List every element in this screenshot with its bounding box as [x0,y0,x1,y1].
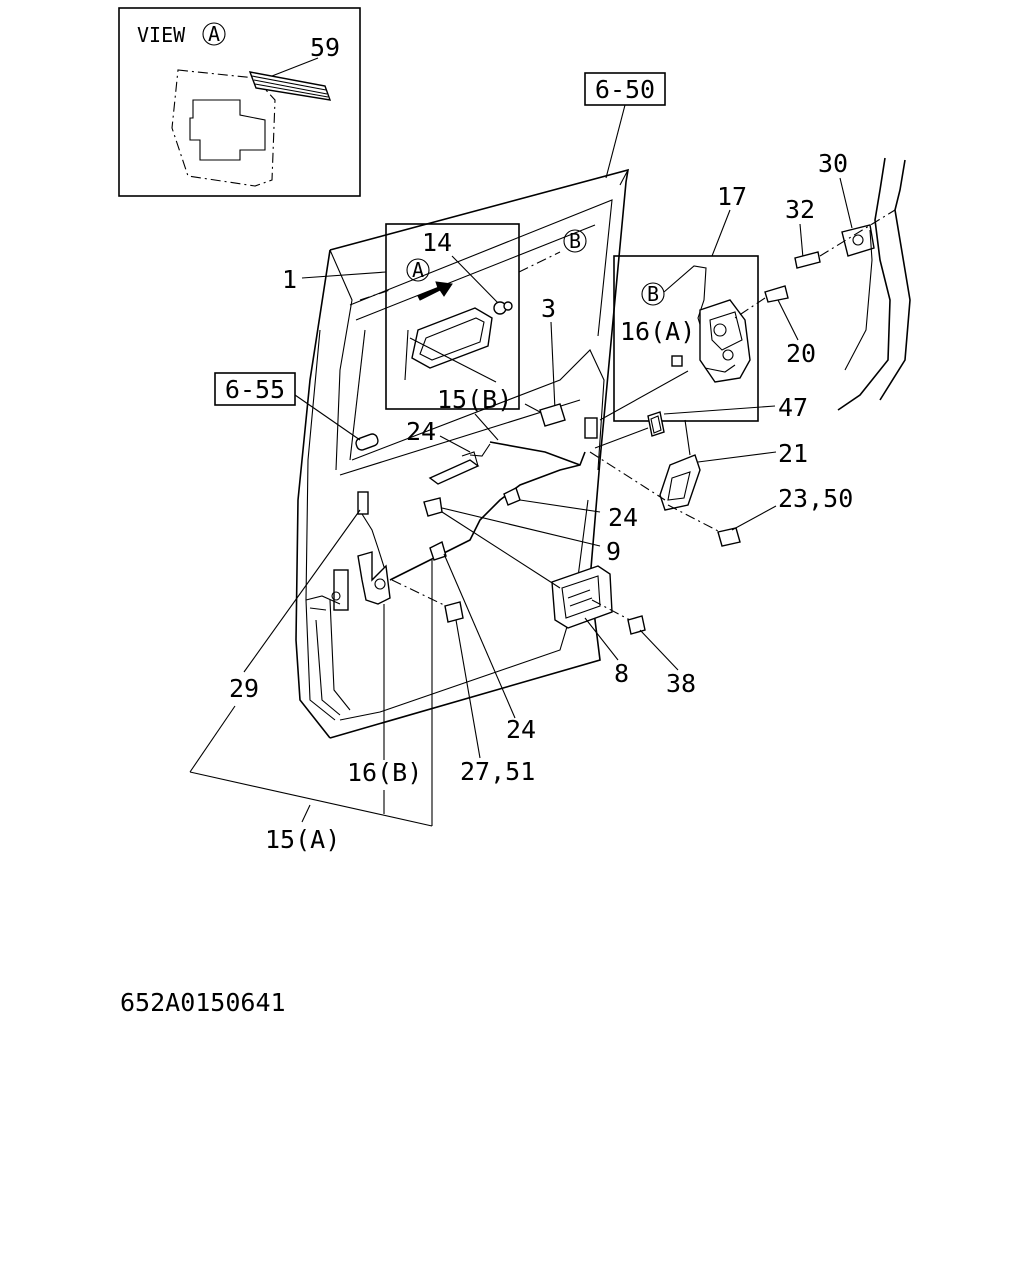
reference-6-50: 6-50 [584,72,666,179]
lower-latch-assembly: 29 16(B) [229,491,422,787]
callout-30: 30 [818,149,848,178]
callout-24c: 24 [506,715,536,744]
callout-21: 21 [778,439,808,468]
callout-1: 1 [282,265,297,294]
drawing-number: 652A0150641 [120,988,286,1017]
reference-box-6-55: 6-55 [225,375,285,404]
callout-38: 38 [666,669,696,698]
callout-47: 47 [778,393,808,422]
callout-9: 9 [606,537,621,566]
reference-box-6-50: 6-50 [595,75,655,104]
marker-b-2: B [647,282,659,306]
rod-15a-bracket: 15(A) [189,560,433,854]
callout-27-51: 27,51 [460,757,535,786]
view-a-inset: VIEW A 59 [118,7,361,197]
callout-8: 8 [614,659,629,688]
detail-box-latch: 17 B 16(A) [599,182,759,422]
marker-a-1: A [412,258,424,282]
callout-14: 14 [422,228,452,257]
callout-3: 3 [541,294,556,323]
rod-15b: 15(B) [389,385,586,581]
part-47-grommet: 47 [584,393,808,449]
callout-59: 59 [310,33,340,62]
marker-b-1: B [569,229,581,253]
part-21-lock: 21 [589,419,808,511]
callout-20: 20 [786,339,816,368]
callout-23-50: 23,50 [778,484,853,513]
callout-24b: 24 [608,503,638,532]
part-20-screw: 20 [734,285,816,368]
part-38-screw: 38 [627,615,696,698]
callout-16b: 16(B) [347,758,422,787]
callout-29: 29 [229,674,259,703]
reference-6-55: 6-55 [214,372,361,441]
view-title: VIEW [137,23,186,47]
door-outline [295,168,629,739]
view-ref-marker: A [208,22,220,46]
callout-16a: 16(A) [620,317,695,346]
clip-24-middle: 24 [503,487,638,532]
part-3-bolt: 3 [524,294,566,427]
detail-box-actuator: A 14 [359,223,561,410]
clip-24-lower: 24 [429,540,536,744]
part-8-handle-bezel: 8 [441,511,631,688]
callout-15a: 15(A) [265,825,340,854]
callout-24a: 24 [406,417,436,446]
part-23-50-screw: 23,50 [667,484,853,547]
callout-32: 32 [785,195,815,224]
part-9-clip: 9 [423,497,621,566]
callout-15b: 15(B) [437,385,512,414]
part-27-51-screw: 27,51 [391,579,535,786]
clip-24-upper: 24 [406,417,480,485]
striker-assembly: 30 32 [785,149,911,411]
callout-17: 17 [717,182,747,211]
